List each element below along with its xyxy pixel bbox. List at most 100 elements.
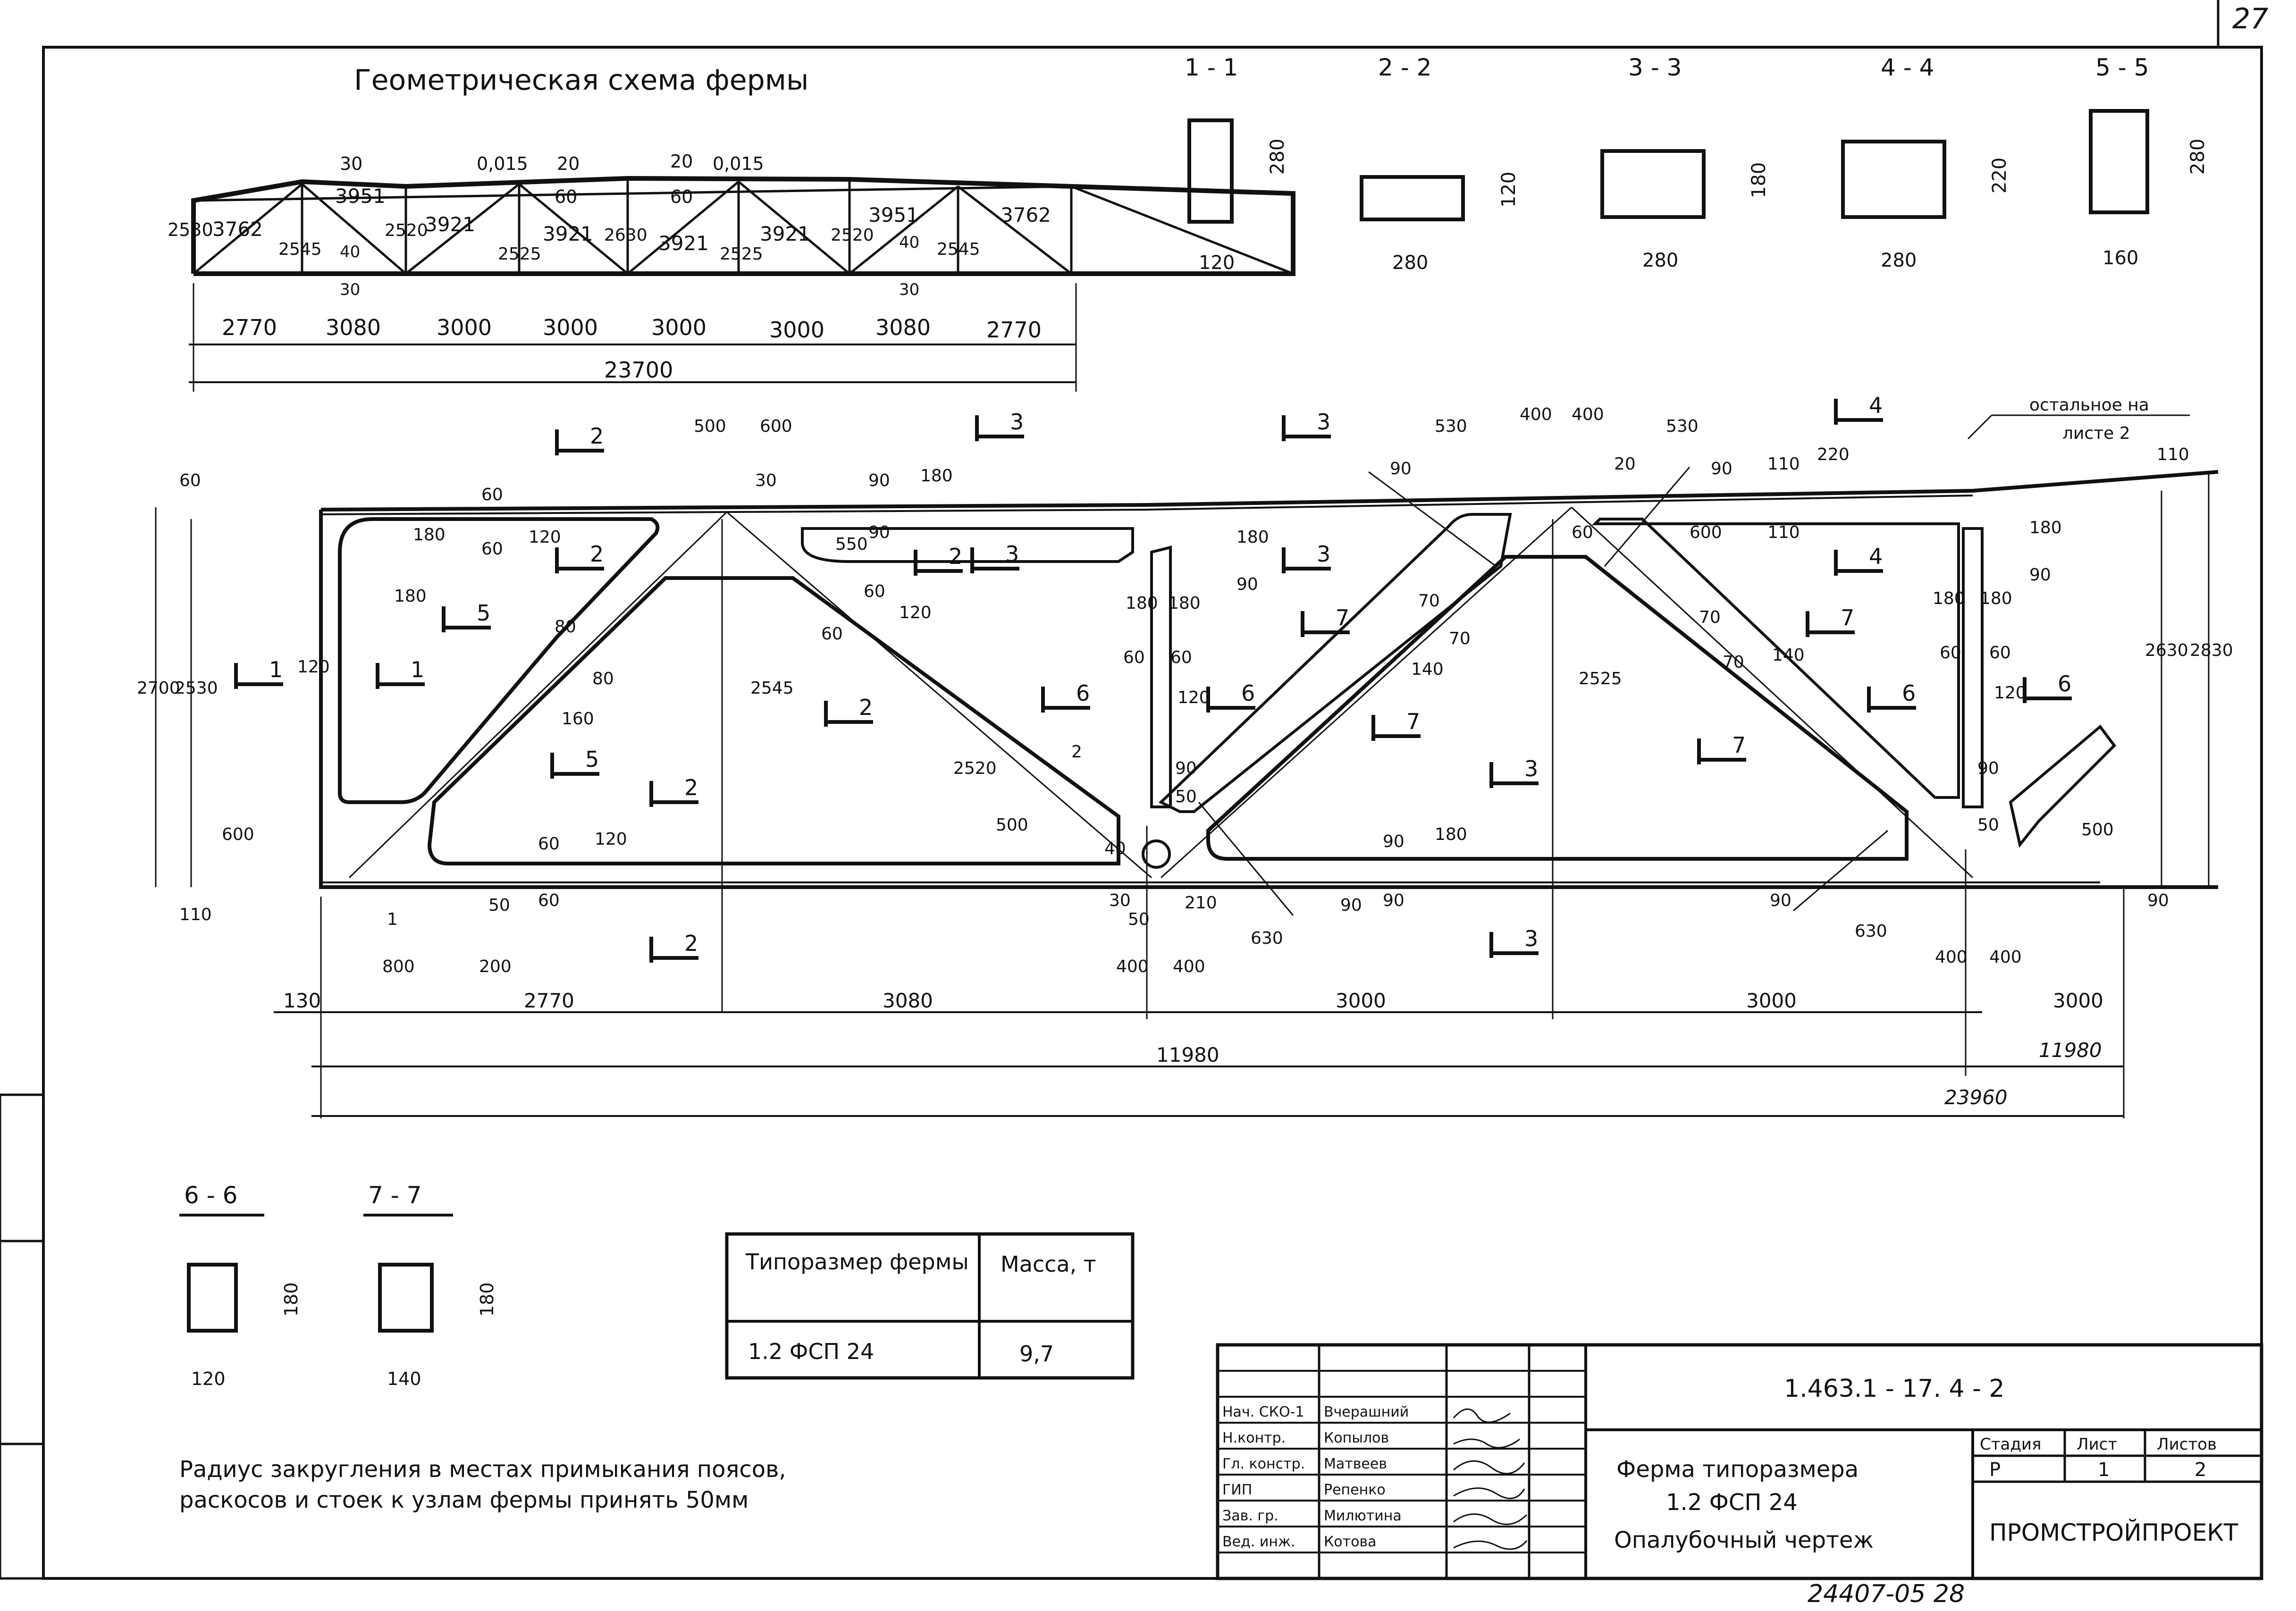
section-mark-label: 3	[1524, 926, 1538, 951]
section-mark-label: 2	[590, 423, 604, 449]
section-mark: 3	[970, 541, 1019, 573]
dimension-label: 60	[1170, 648, 1192, 667]
dimension-label: 120	[1994, 683, 2027, 703]
dimension-label: 500	[996, 815, 1028, 835]
svg-text:Стадия: Стадия	[1980, 1435, 2041, 1454]
svg-text:40: 40	[899, 233, 919, 252]
dimension-label: 120	[529, 528, 561, 547]
dimension-label: 600	[1690, 523, 1722, 542]
section-mark-label: 3	[1317, 541, 1330, 567]
svg-text:3762: 3762	[1001, 203, 1051, 227]
dimension-label: 70	[1418, 591, 1440, 611]
section-3-3: 3 - 3 280 180	[1600, 54, 1770, 271]
note-sheet: листе 2	[2062, 424, 2130, 443]
svg-text:Матвеев: Матвеев	[1324, 1456, 1387, 1472]
svg-text:3 - 3: 3 - 3	[1628, 54, 1682, 81]
svg-text:1 - 1: 1 - 1	[1185, 54, 1238, 81]
svg-text:Ферма типоразмера: Ферма типоразмера	[1616, 1456, 1859, 1483]
dimension-label: 90	[1390, 459, 1412, 478]
dimension-label: 90	[868, 523, 890, 542]
svg-text:120: 120	[1498, 172, 1520, 208]
dimension-label: 550	[835, 535, 868, 554]
section-mark: 3	[1489, 756, 1539, 788]
section-mark: 2	[824, 695, 873, 727]
dimension-label: 110	[179, 905, 212, 924]
section-mark-label: 4	[1869, 393, 1883, 418]
section-mark: 7	[1301, 605, 1350, 637]
dimension-label: 2700	[137, 679, 180, 698]
section-mark: 3	[1282, 541, 1331, 573]
section-mark-label: 4	[1869, 544, 1883, 569]
svg-text:3000: 3000	[2053, 989, 2103, 1012]
svg-text:280: 280	[1267, 139, 1288, 175]
dimension-label: 180	[413, 525, 446, 545]
dimension-label: 180	[920, 466, 953, 486]
svg-text:3762: 3762	[212, 218, 263, 241]
section-mark-label: 3	[1524, 756, 1538, 781]
section-mark-label: 7	[1841, 605, 1854, 630]
svg-text:60: 60	[670, 186, 693, 207]
dimension-label: 120	[595, 830, 627, 849]
dimension-label: 70	[1699, 608, 1721, 627]
svg-text:Масса, т: Масса, т	[1001, 1251, 1096, 1277]
dimension-label: 400	[1989, 948, 2022, 967]
dimension-label: 110	[1767, 454, 1800, 474]
section-mark-label: 2	[684, 931, 698, 956]
dimension-label: 500	[2081, 820, 2114, 839]
dimension-label: 90	[1383, 891, 1405, 910]
svg-text:280: 280	[1642, 250, 1678, 271]
section-mark-label: 5	[585, 747, 599, 772]
svg-text:2770: 2770	[524, 989, 574, 1012]
dimension-label: 800	[382, 957, 415, 976]
section-mark-label: 3	[1010, 409, 1024, 435]
dimension-label: 90	[1977, 759, 1999, 778]
dimension-label: 70	[1449, 629, 1471, 648]
section-mark: 2	[555, 423, 604, 455]
dimension-label: 180	[1236, 528, 1269, 547]
dimension-label: 180	[394, 587, 427, 606]
dimension-label: 600	[222, 825, 254, 844]
svg-text:2530: 2530	[168, 219, 213, 240]
dimension-label: 90	[1175, 759, 1197, 778]
svg-text:30: 30	[899, 280, 919, 299]
svg-text:Милютина: Милютина	[1324, 1508, 1402, 1524]
dimension-label: 60	[1940, 643, 1961, 663]
svg-text:3921: 3921	[425, 213, 475, 236]
section-mark: 4	[1834, 393, 1883, 425]
section-mark-label: 5	[477, 600, 490, 626]
dimension-label: 2520	[953, 759, 997, 778]
note-line-1: Радиус закругления в местах примыкания п…	[179, 1456, 786, 1483]
svg-text:280: 280	[2187, 139, 2209, 175]
dimension-label: 60	[481, 539, 503, 559]
dimension-label: 90	[1383, 832, 1405, 851]
dimension-label: 160	[562, 709, 594, 729]
dimension-label: 120	[297, 657, 330, 677]
svg-text:2: 2	[2195, 1459, 2206, 1481]
svg-text:180: 180	[477, 1282, 497, 1317]
section-7-7: 7 - 7 140 180	[363, 1182, 497, 1389]
svg-text:Котова: Котова	[1324, 1534, 1377, 1550]
svg-text:Вед. инж.: Вед. инж.	[1222, 1534, 1295, 1550]
dimension-label: 2	[1071, 742, 1082, 762]
svg-text:1.2 ФСП 24: 1.2 ФСП 24	[1666, 1489, 1798, 1516]
section-mark: 2	[649, 931, 698, 963]
svg-text:23700: 23700	[604, 357, 673, 383]
section-mark: 2	[649, 775, 698, 807]
dimension-label: 220	[1817, 445, 1850, 464]
dimension-label: 400	[1116, 957, 1149, 976]
bottom-dimensions: 130 2770 3080 3000 3000 3000 11980 11980…	[283, 989, 2103, 1109]
dimension-label: 50	[1175, 787, 1197, 806]
svg-text:Репенко: Репенко	[1324, 1482, 1386, 1498]
section-2-2: 2 - 2 280 120	[1360, 54, 1520, 274]
dimension-label: 60	[1572, 523, 1593, 542]
section-mark: 7	[1371, 709, 1421, 741]
section-1-1: 1 - 1 120 280	[1185, 54, 1288, 274]
truss-formwork	[155, 414, 2219, 1118]
dimension-label: 400	[1935, 948, 1968, 967]
dimension-label: 30	[755, 471, 777, 490]
svg-text:120: 120	[1199, 252, 1235, 274]
svg-text:280: 280	[1881, 250, 1917, 271]
svg-text:220: 220	[1989, 158, 2010, 193]
svg-text:130: 130	[283, 989, 321, 1012]
